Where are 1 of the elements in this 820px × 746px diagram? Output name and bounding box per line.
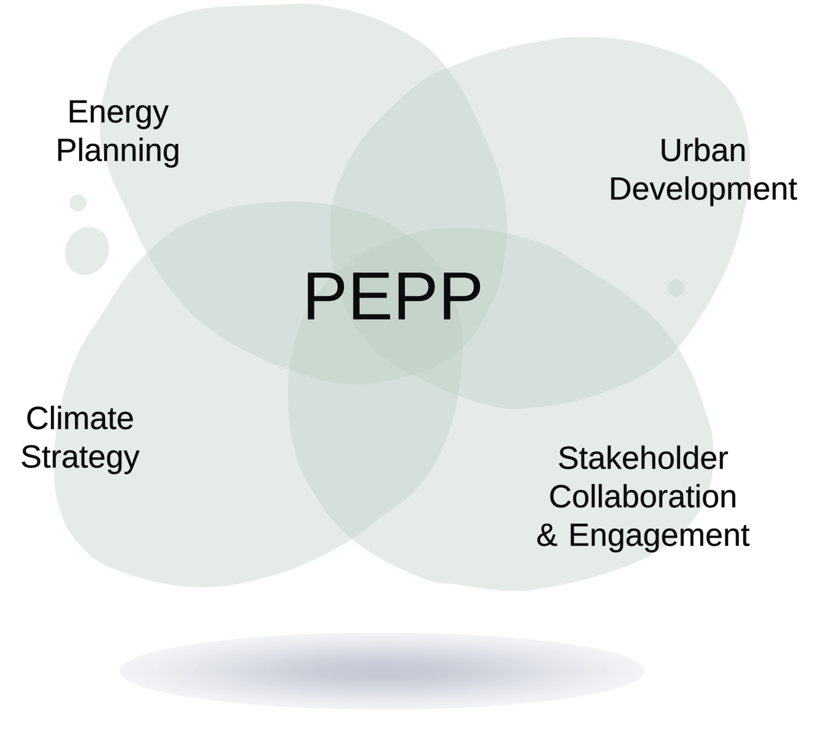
center-title: PEPP	[308, 272, 480, 320]
